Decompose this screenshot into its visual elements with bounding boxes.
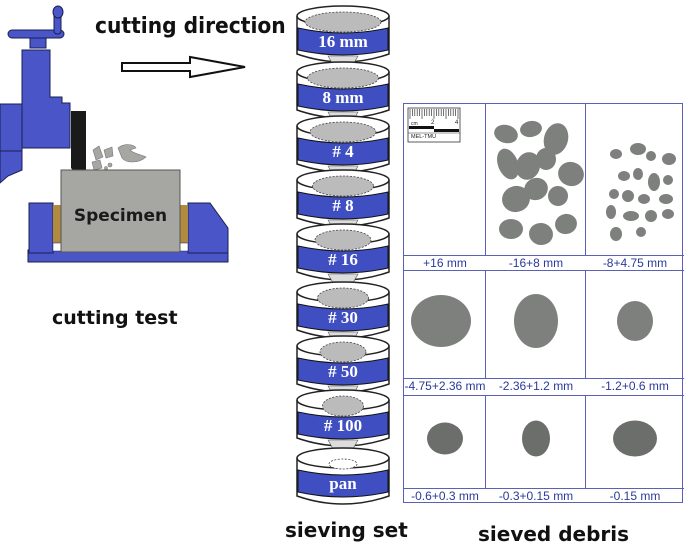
debris-particle [638, 194, 650, 204]
sieve-1 [296, 61, 390, 127]
debris-pile [617, 301, 653, 341]
debris-particle [520, 120, 542, 138]
scale-unit: cm [411, 121, 418, 127]
debris-image-cell [586, 396, 684, 489]
fraction-label: -2.36+1.2 mm [486, 379, 586, 396]
debris-pile [514, 294, 558, 348]
fraction-label: -8+4.75 mm [586, 256, 684, 271]
tool-holder [0, 49, 71, 184]
debris-sample [613, 420, 657, 457]
sieve-4 [296, 223, 390, 289]
debris-sample [407, 107, 461, 143]
debris-image-cell [404, 271, 486, 379]
debris-particle [645, 210, 657, 222]
cutting-direction-label: cutting direction [95, 14, 286, 39]
debris-particle [515, 152, 541, 180]
direction-arrow-icon [121, 55, 246, 79]
sieve-stack-drawing [296, 5, 390, 505]
debris-particle [524, 177, 548, 201]
debris-particle [609, 189, 619, 199]
debris-particle [535, 148, 557, 170]
sieve-label: # 8 [332, 196, 354, 215]
debris-image-cell [586, 104, 684, 256]
debris-particle [606, 205, 616, 219]
debris-sample [617, 301, 653, 341]
sieved-debris-caption: sieved debris [478, 522, 630, 546]
debris-particle [502, 185, 530, 213]
debris-pile [613, 420, 657, 457]
debris-sample [411, 295, 471, 347]
debris-pile [522, 420, 550, 457]
debris-particle [610, 227, 622, 241]
specimen [60, 169, 181, 253]
debris-particle [494, 124, 518, 144]
vise [27, 202, 229, 263]
scale-credit: MEL-TMU [411, 134, 437, 140]
sieve-label: 16 mm [318, 32, 368, 51]
debris-image-cell [486, 104, 586, 256]
debris-particle [618, 171, 630, 181]
fraction-label: -0.3+0.15 mm [498, 489, 574, 503]
sieve-5 [296, 281, 390, 347]
debris-image-cell [404, 396, 486, 489]
debris-particle [529, 222, 553, 246]
cutting-test-caption: cutting test [52, 307, 178, 329]
debris-sample [606, 143, 676, 241]
specimen-label: Specimen [73, 206, 168, 226]
fraction-label: -16+8 mm [486, 256, 586, 271]
debris-sample [514, 294, 558, 348]
debris-image-cell [486, 396, 586, 489]
debris-sample [494, 120, 584, 246]
debris-particle [662, 153, 676, 165]
sieve-label: # 30 [328, 308, 358, 327]
handwheel-icon [7, 5, 65, 49]
fraction-label: +16 mm [404, 256, 486, 271]
sieve-label: # 100 [323, 416, 363, 435]
scale-bar [407, 107, 461, 143]
fraction-label: -0.6+0.3 mm [411, 489, 479, 503]
sieving-set-caption: sieving set [285, 518, 408, 542]
debris-particle [499, 219, 523, 239]
sieve-label: # 16 [328, 250, 358, 269]
scale-tick-label: 2 [431, 120, 435, 126]
debris-particle [555, 213, 577, 235]
fraction-label: -1.2+0.6 mm [586, 379, 684, 396]
sieve-label: 8 mm [322, 88, 364, 107]
debris-image-cell [486, 271, 586, 379]
sieve-label: # 50 [328, 362, 358, 381]
fraction-label: -4.75+2.36 mm [404, 379, 486, 396]
debris-pile [427, 422, 463, 455]
debris-particle [630, 143, 646, 155]
debris-particle [497, 148, 519, 180]
debris-sample [427, 422, 463, 455]
scale-tick-label: 4 [455, 120, 459, 126]
sieve-8 [296, 447, 390, 505]
fraction-label: -0.15 mm [609, 489, 661, 503]
debris-particle [633, 168, 643, 180]
debris-particle [543, 123, 569, 155]
cutting-tool [71, 111, 86, 181]
debris-particle [558, 161, 584, 187]
debris-particle [623, 211, 639, 221]
debris-particle [662, 209, 674, 219]
debris-particle [646, 151, 656, 161]
sieve-label: # 4 [332, 142, 354, 161]
sieve-stack: 16 mm 8 mm # 4 # 8 # 16 # 30 # 50 # 100 pan [288, 0, 398, 510]
debris-particle [659, 194, 673, 204]
debris-pile [411, 295, 471, 347]
debris-particle [663, 175, 673, 185]
debris-particle [636, 227, 646, 237]
debris-particle [622, 190, 634, 202]
debris-particle [548, 186, 568, 206]
sieve-label: pan [329, 474, 357, 493]
cutting-test-diagram [0, 5, 246, 263]
debris-particle [648, 173, 660, 191]
debris-sample [522, 420, 550, 457]
debris-particle [610, 149, 622, 159]
debris-image-cell [586, 271, 684, 379]
